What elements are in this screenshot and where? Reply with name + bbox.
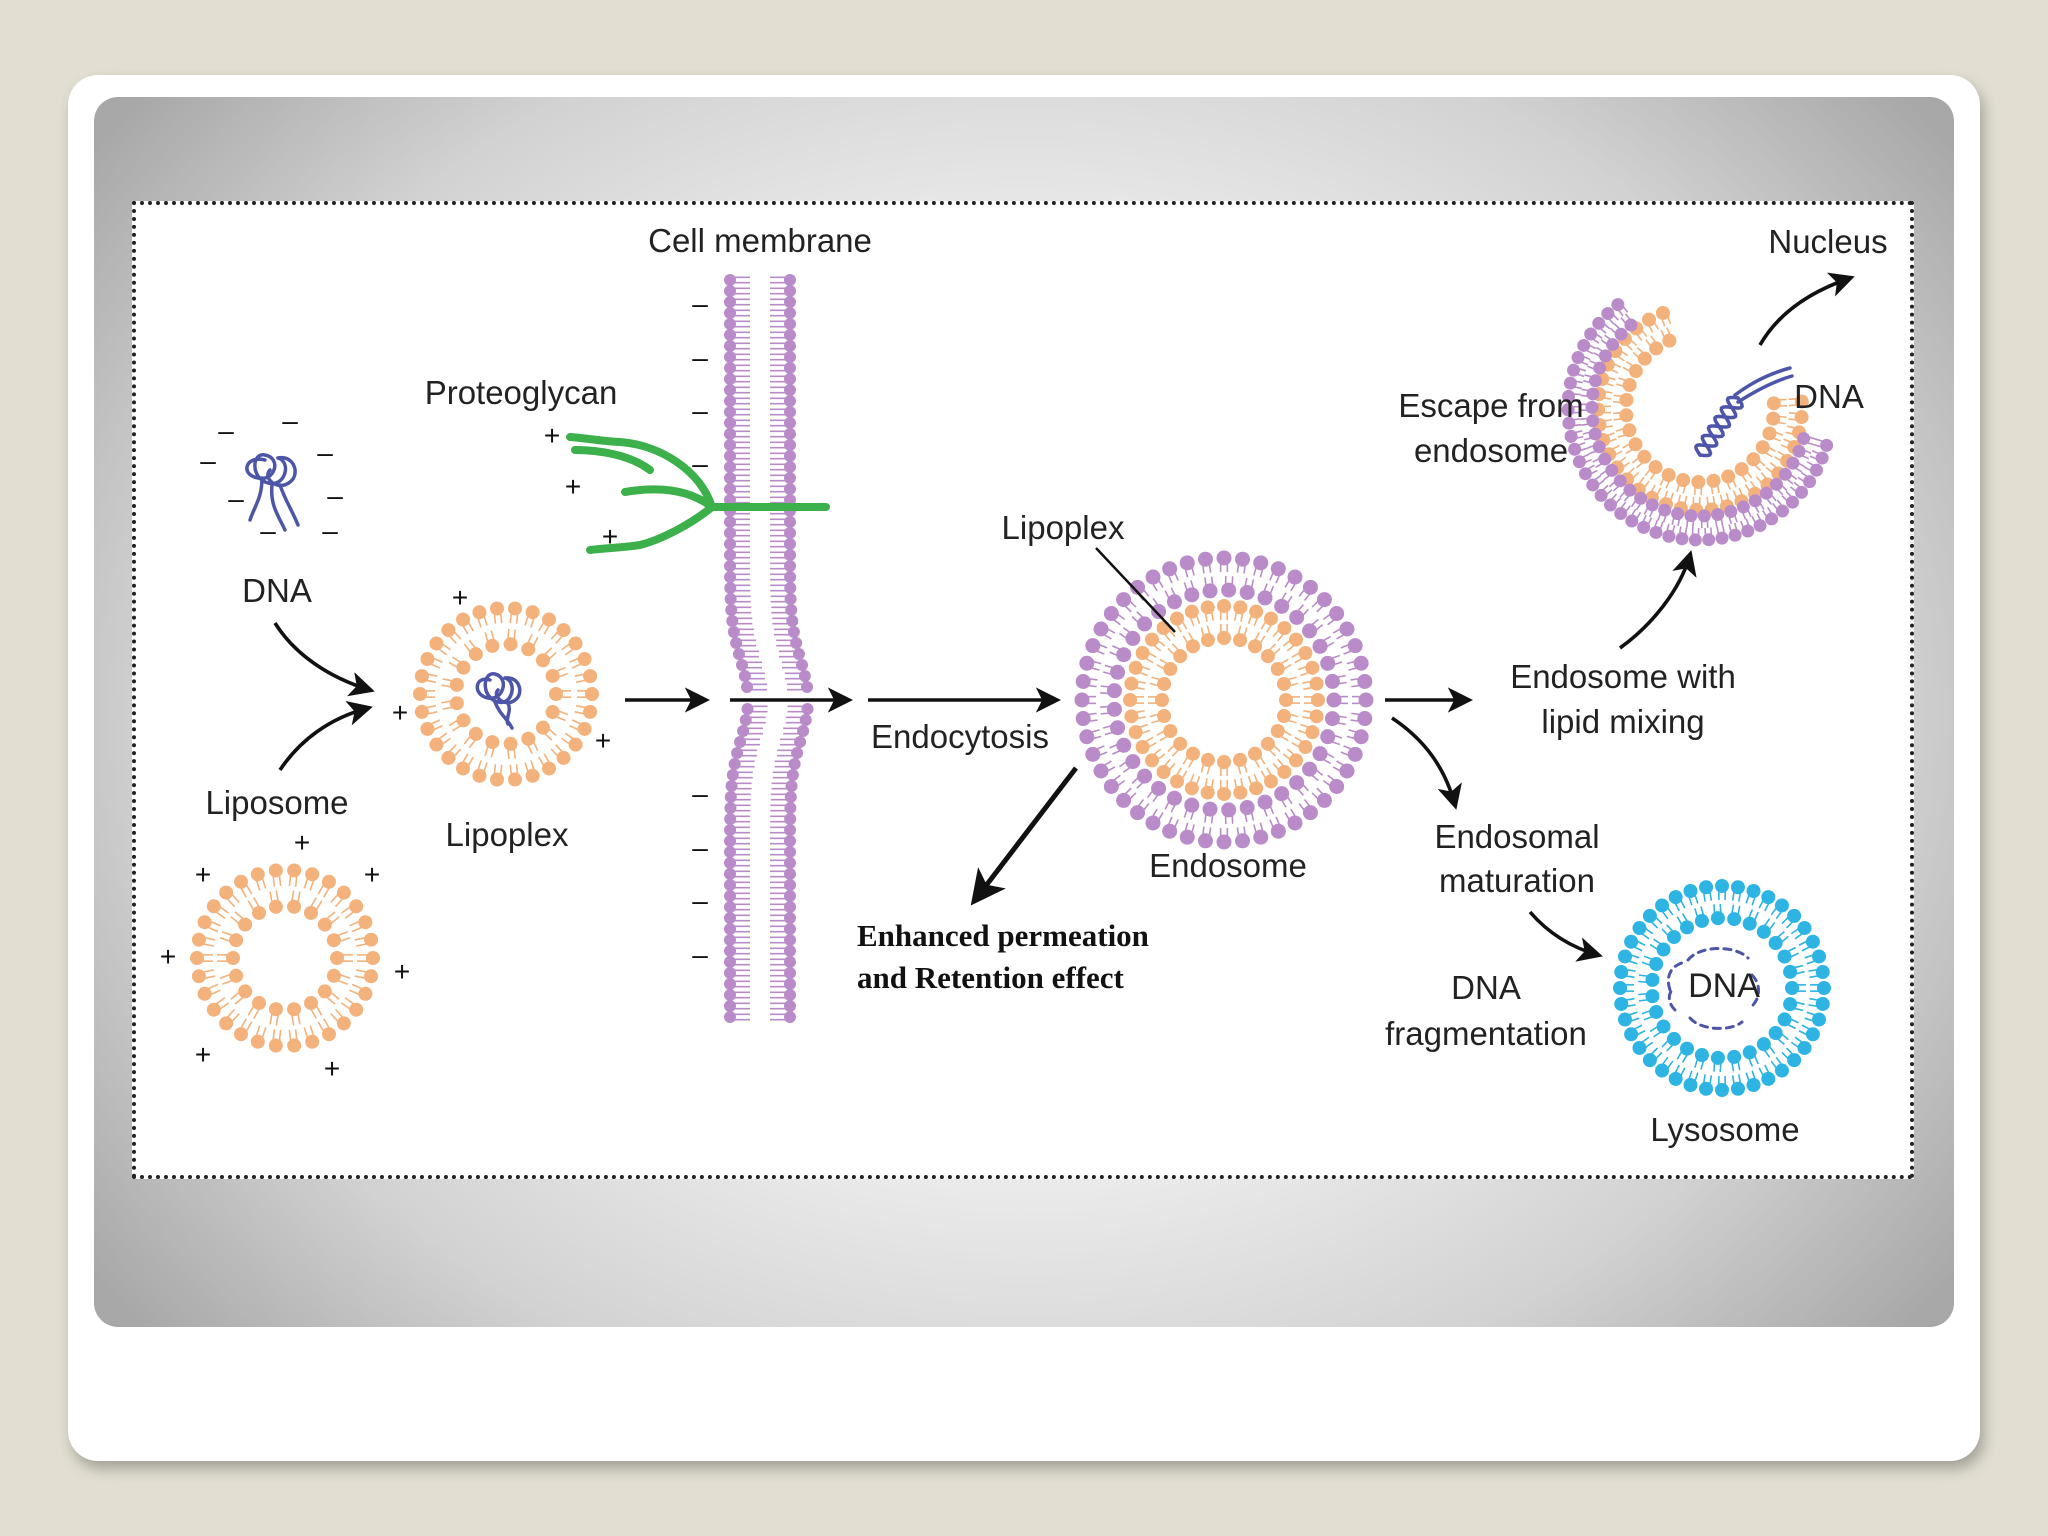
label-escape-line1: Escape from bbox=[1398, 387, 1583, 424]
arrow-dna-to-lipoplex bbox=[273, 622, 375, 697]
lysosome-vesicle bbox=[1613, 879, 1831, 1097]
label-dna-lysosome: DNA bbox=[1688, 967, 1760, 1005]
membrane-neg-charge: – bbox=[692, 448, 708, 479]
dna-neg-charge: – bbox=[200, 445, 216, 476]
lipoplex-pos-charge: + bbox=[392, 697, 408, 728]
label-proteoglycan: Proteoglycan bbox=[425, 374, 618, 411]
arrow-maturation-to-lysosome bbox=[1528, 910, 1603, 962]
membrane-neg-charge: – bbox=[692, 885, 708, 916]
membrane-neg-charge: – bbox=[692, 832, 708, 863]
membrane-neg-charge: – bbox=[692, 395, 708, 426]
lipoplex-pointer-line bbox=[1095, 547, 1176, 633]
label-dna-escaped: DNA bbox=[1794, 378, 1864, 415]
liposome-pos-charge: + bbox=[195, 859, 211, 890]
label-escape-line2: endosome bbox=[1414, 432, 1568, 469]
dna-fragments-icon bbox=[1666, 947, 1760, 1030]
dna-neg-charge: – bbox=[327, 480, 343, 511]
proteoglycan-pos-charge: + bbox=[565, 471, 581, 502]
diagram-frame bbox=[132, 201, 1914, 1179]
lipoplex-pos-charge: + bbox=[595, 725, 611, 756]
liposome-pos-charge: + bbox=[294, 827, 310, 858]
arrow-liposome-to-lipoplex bbox=[278, 700, 373, 771]
label-maturation-line1: Endosomal bbox=[1434, 818, 1599, 855]
label-liposome: Liposome bbox=[205, 784, 348, 821]
dna-neg-charge: – bbox=[218, 415, 234, 446]
membrane-neg-charge: – bbox=[692, 288, 708, 319]
arrow-mixing-to-escape bbox=[1618, 550, 1697, 650]
dna-coil-icon bbox=[245, 453, 300, 532]
escaping-endosome-arc bbox=[1561, 298, 1834, 547]
label-endosome-mixing-line2: lipid mixing bbox=[1541, 703, 1704, 740]
liposome-pos-charge: + bbox=[394, 956, 410, 987]
liposome-pos-charge: + bbox=[324, 1053, 340, 1084]
label-endosome: Endosome bbox=[1149, 847, 1307, 884]
label-endocytosis: Endocytosis bbox=[871, 718, 1049, 755]
label-maturation-line2: maturation bbox=[1439, 862, 1595, 899]
label-fragmentation-line2: fragmentation bbox=[1385, 1015, 1587, 1052]
labels: Cell membrane Nucleus Proteoglycan DNA L… bbox=[205, 222, 1887, 1148]
liposome-pos-charge: + bbox=[195, 1039, 211, 1070]
label-fragmentation-line1: DNA bbox=[1451, 969, 1521, 1006]
lipoplex-dna-icon bbox=[475, 672, 522, 730]
label-endosome-mixing-line1: Endosome with bbox=[1510, 658, 1736, 695]
membrane-neg-charge: – bbox=[692, 342, 708, 373]
liposome-pos-charge: + bbox=[160, 941, 176, 972]
dna-neg-charge: – bbox=[228, 483, 244, 514]
liposome-vesicle bbox=[190, 863, 380, 1053]
cell-membrane-bilayer bbox=[724, 274, 814, 1023]
proteoglycan-pos-charge: + bbox=[544, 420, 560, 451]
escaped-dna-helix-icon bbox=[1694, 366, 1794, 458]
label-lysosome: Lysosome bbox=[1650, 1111, 1799, 1148]
label-cell-membrane: Cell membrane bbox=[648, 222, 872, 259]
label-nucleus: Nucleus bbox=[1768, 223, 1887, 260]
arrows bbox=[273, 272, 1855, 962]
dna-neg-charge: – bbox=[260, 515, 276, 546]
charge-signs: – – – – – – – – – – – – – – – – + + + + … bbox=[160, 288, 708, 1084]
membrane-neg-charge: – bbox=[692, 939, 708, 970]
lipoplex-pos-charge: + bbox=[452, 582, 468, 613]
label-lipoplex: Lipoplex bbox=[446, 816, 569, 853]
arrow-escape-to-nucleus bbox=[1758, 272, 1855, 346]
endosome-vesicle bbox=[1074, 550, 1374, 850]
arrow-epr bbox=[970, 766, 1078, 906]
label-dna: DNA bbox=[242, 572, 312, 609]
label-lipoplex-pointer: Lipoplex bbox=[1002, 509, 1125, 546]
label-epr-line2: and Retention effect bbox=[857, 960, 1125, 995]
lipoplex-vesicle bbox=[413, 601, 599, 787]
arrow-endosome-to-maturation bbox=[1391, 716, 1462, 810]
epr-annotation: Enhanced permeation and Retention effect bbox=[857, 918, 1149, 995]
membrane-neg-charge: – bbox=[692, 778, 708, 809]
dna-neg-charge: – bbox=[322, 515, 338, 546]
liposome-pos-charge: + bbox=[364, 859, 380, 890]
dna-neg-charge: – bbox=[317, 437, 333, 468]
proteoglycan-pos-charge: + bbox=[602, 521, 618, 552]
dna-neg-charge: – bbox=[282, 405, 298, 436]
label-epr-line1: Enhanced permeation bbox=[857, 918, 1149, 953]
proteoglycan-icon bbox=[566, 433, 830, 554]
